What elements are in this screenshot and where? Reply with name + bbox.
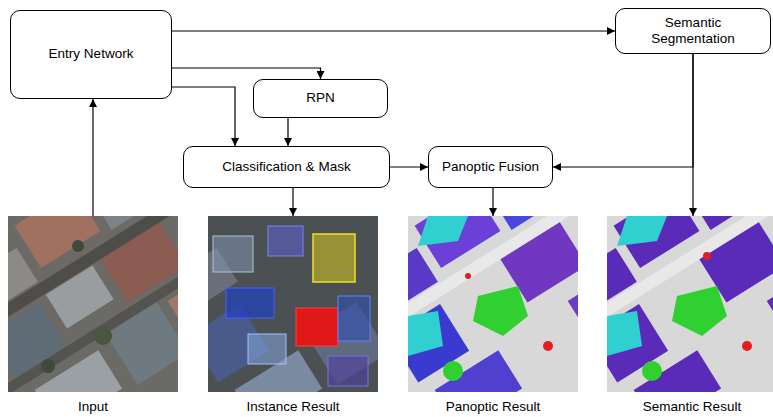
image-panel: Input — [8, 216, 178, 392]
box-label: RPN — [306, 90, 335, 106]
image-caption: Panoptic Result — [388, 399, 598, 414]
arrow-connector — [172, 87, 235, 146]
image-panel: Semantic Result — [607, 216, 773, 392]
input-photo — [8, 216, 178, 392]
arrow-connector — [172, 30, 615, 31]
process-box: Classification & Mask — [183, 146, 390, 188]
process-box: Panoptic Fusion — [428, 146, 553, 188]
instance-image — [208, 216, 378, 392]
box-label: Semantic Segmentation — [637, 15, 749, 47]
process-box: RPN — [253, 79, 388, 118]
arrow-connector — [292, 188, 293, 216]
process-box: Semantic Segmentation — [615, 8, 771, 54]
box-label: Entry Network — [49, 46, 134, 62]
arrow-connector — [553, 54, 693, 167]
image-caption: Input — [0, 399, 198, 414]
semantic-image — [607, 216, 773, 392]
arrow-connector — [492, 188, 493, 216]
image-panel: Panoptic Result — [408, 216, 578, 392]
arrow-connector — [692, 54, 693, 216]
process-box: Entry Network — [10, 10, 172, 99]
box-label: Panoptic Fusion — [442, 159, 539, 175]
arrow-connector — [92, 99, 93, 216]
image-panel: Instance Result — [208, 216, 378, 392]
image-caption: Semantic Result — [587, 399, 773, 414]
panoptic-image — [408, 216, 578, 392]
arrow-connector — [390, 166, 428, 167]
arrow-connector — [172, 68, 321, 79]
image-caption: Instance Result — [188, 399, 398, 414]
box-label: Classification & Mask — [222, 159, 350, 175]
arrow-connector — [287, 118, 288, 146]
